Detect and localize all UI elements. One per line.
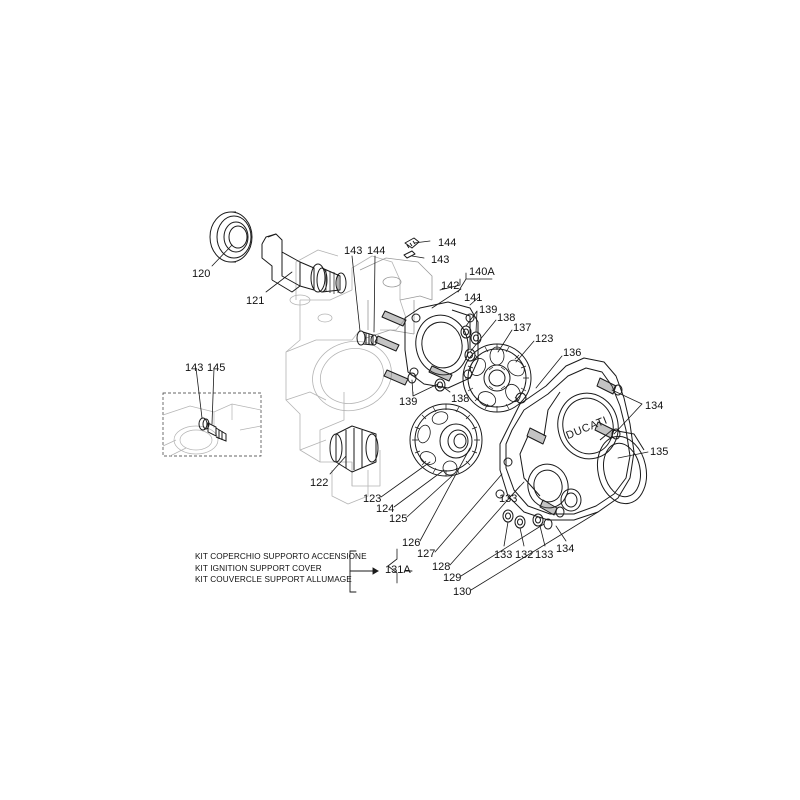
callout-122-c122: 122: [310, 477, 329, 489]
callout-131A: 131A: [385, 564, 411, 576]
callout-143-c143a: 143: [344, 245, 363, 257]
cover-flange-135: [596, 429, 648, 505]
callout-135-c135: 135: [650, 446, 669, 458]
callout-138-c138b: 138: [451, 393, 470, 405]
callout-140A-c140A: 140A: [469, 266, 495, 278]
ghosted-upper-case: [359, 257, 433, 339]
roller-122: [329, 425, 379, 473]
ignition-cover-136: DUCATI: [499, 357, 635, 521]
kit-label-line-fr: KIT COUVERCLE SUPPORT ALLUMAGE: [195, 575, 352, 584]
bracket-131A: [349, 550, 413, 593]
callout-142-c142: 142: [441, 280, 460, 292]
dowel-pins-142: [374, 310, 453, 386]
callout-133-c133c: 133: [535, 549, 554, 561]
callout-141-c141: 141: [464, 292, 483, 304]
callout-139-c139b: 139: [399, 396, 418, 408]
bolt-144-detail: [403, 237, 420, 259]
kit-label-line-en: KIT IGNITION SUPPORT COVER: [195, 563, 322, 573]
callout-134-c134b: 134: [556, 543, 575, 555]
leader-lines: [195, 240, 649, 591]
gear-123-lower: [409, 403, 483, 477]
callout-136-c136: 136: [563, 347, 582, 359]
callout-138-c138a: 138: [497, 312, 516, 324]
callout-120-c120: 120: [192, 268, 211, 280]
kit-label-block: KIT COPERCHIO SUPPORTO ACCENSIONE KIT IG…: [195, 551, 367, 586]
callout-124-c124: 124: [376, 503, 395, 515]
callout-133-c133b: 133: [494, 549, 513, 561]
callout-126-c126: 126: [402, 537, 421, 549]
callout-132-c132: 132: [515, 549, 534, 561]
bearing-120: [209, 211, 253, 263]
callout-127-c127: 127: [417, 548, 436, 560]
callout-121-c121: 121: [246, 295, 265, 307]
callout-129-c129: 129: [443, 572, 462, 584]
callout-125-c125: 125: [389, 513, 408, 525]
callout-123-c123b: 123: [363, 493, 382, 505]
bushing-143-144-center: [356, 330, 378, 346]
callout-134-c134a: 134: [645, 400, 664, 412]
gear-137-upper: [462, 343, 532, 413]
callout-130-c130: 130: [453, 586, 472, 598]
inset-detail-box: [162, 392, 262, 457]
ignition-support-plate-140A: [404, 301, 479, 389]
callout-123-c123a: 123: [535, 333, 554, 345]
cover-bolts-134: [526, 377, 623, 518]
callout-145-c145: 145: [207, 362, 226, 374]
callout-133-c133a: 133: [499, 493, 518, 505]
callout-144-c144b: 144: [438, 237, 457, 249]
callout-139-c139a: 139: [479, 304, 498, 316]
kit-label-line-it: KIT COPERCHIO SUPPORTO ACCENSIONE: [195, 552, 367, 561]
callout-143-c143b: 143: [431, 254, 450, 266]
shaft-121: [261, 233, 347, 294]
ghosted-crankcase: [285, 249, 407, 505]
callout-144-c144a: 144: [367, 245, 386, 257]
callout-137-c137: 137: [513, 322, 532, 334]
callout-128-c128: 128: [432, 561, 451, 573]
callout-143-c143c: 143: [185, 362, 204, 374]
